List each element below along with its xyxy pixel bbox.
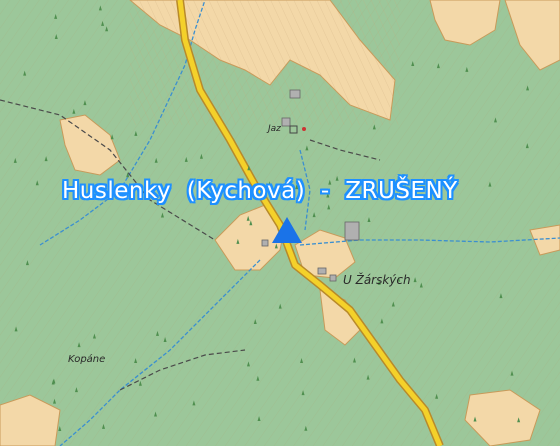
- tree-symbol: [380, 318, 384, 324]
- label-kopane: Kopáne: [68, 353, 105, 365]
- tree-symbol: [257, 416, 261, 422]
- label-jaz: Jaz: [266, 124, 281, 134]
- tree-symbol: [435, 393, 439, 399]
- tree-symbol: [300, 358, 304, 364]
- tree-symbol: [413, 277, 417, 283]
- tree-symbol: [274, 243, 278, 249]
- tree-symbol: [278, 303, 282, 309]
- tree-symbol: [352, 357, 356, 363]
- tree-symbol: [397, 276, 401, 282]
- tree-symbol: [411, 61, 415, 67]
- tree-symbol: [35, 180, 39, 186]
- tree-symbol: [74, 387, 78, 393]
- paths: [0, 99, 381, 391]
- tree-symbol: [163, 337, 167, 343]
- tree-symbol: [199, 153, 203, 159]
- tree-symbol: [246, 215, 250, 221]
- tree-symbol: [253, 191, 257, 197]
- tree-symbol: [525, 143, 529, 149]
- tree-symbol: [110, 134, 114, 140]
- tree-symbol: [312, 212, 316, 218]
- tree-symbol: [58, 425, 62, 431]
- tree-symbol: [304, 425, 308, 431]
- tree-symbol: [54, 34, 58, 40]
- main-road: [177, 0, 443, 446]
- tree-symbol: [160, 212, 164, 218]
- tree-symbol: [327, 204, 331, 210]
- tree-symbol: [372, 124, 376, 130]
- tree-symbol: [155, 330, 159, 336]
- tree-symbol: [72, 108, 76, 114]
- tree-symbol: [23, 70, 27, 76]
- label-u-zarskych: U Žárských: [343, 272, 411, 287]
- tree-symbol: [510, 370, 514, 376]
- tree-symbol: [75, 193, 79, 199]
- tree-symbol: [25, 260, 29, 266]
- tree-symbol: [246, 361, 250, 367]
- tree-symbol: [192, 400, 196, 406]
- buildings: [261, 89, 360, 282]
- tree-symbol: [247, 165, 251, 171]
- title-part-1: Huslenky: [62, 178, 172, 204]
- tree-symbol: [419, 282, 423, 288]
- tree-symbol: [134, 130, 138, 136]
- tree-symbol: [377, 279, 381, 285]
- tree-symbol: [14, 326, 18, 332]
- tree-symbol: [328, 179, 332, 185]
- tree-symbol: [253, 319, 257, 325]
- tree-symbol: [268, 181, 272, 187]
- chapel-icon: [289, 125, 306, 134]
- tree-symbol: [101, 20, 105, 26]
- tree-symbol: [493, 117, 497, 123]
- title-part-4: ZRUŠENÝ: [345, 178, 458, 204]
- tree-symbol: [526, 85, 530, 91]
- tree-symbol: [102, 423, 106, 429]
- tree-symbol: [54, 13, 58, 19]
- tree-symbol: [83, 100, 87, 106]
- tree-symbol: [44, 156, 48, 162]
- tree-symbol: [184, 156, 188, 162]
- tree-symbol: [326, 192, 330, 198]
- tree-symbol: [366, 374, 370, 380]
- title-part-2: (Kychová): [186, 178, 306, 204]
- tree-symbol: [335, 175, 339, 181]
- tree-symbol: [517, 417, 521, 423]
- tree-symbol: [249, 220, 253, 226]
- tree-symbol: [465, 66, 469, 72]
- tree-symbol: [295, 184, 299, 190]
- tree-symbol: [126, 172, 130, 178]
- streams: [39, 0, 560, 446]
- field-contour-hatch: [130, 0, 400, 125]
- tree-symbol: [92, 333, 96, 339]
- tree-symbol: [391, 301, 395, 307]
- tree-symbol: [436, 63, 440, 69]
- tree-symbol: [305, 145, 309, 151]
- tree-symbol: [105, 26, 109, 32]
- blue-triangle-marker-icon[interactable]: [272, 217, 302, 243]
- tree-symbol: [138, 380, 142, 386]
- station-title: Huslenky (Kychová) - ZRUŠENÝ: [62, 178, 458, 204]
- tree-symbol: [77, 342, 81, 348]
- tree-symbol: [154, 411, 158, 417]
- tree-symbol: [256, 375, 260, 381]
- tree-symbol: [134, 357, 138, 363]
- tree-symbol: [53, 398, 57, 404]
- tree-symbol: [13, 157, 17, 163]
- tree-symbol: [98, 5, 102, 11]
- tree-symbol: [236, 238, 240, 244]
- tree-symbol: [367, 217, 371, 223]
- title-part-3: -: [320, 178, 330, 204]
- tree-symbol: [154, 157, 158, 163]
- tree-symbols: [13, 5, 530, 431]
- tree-symbol: [51, 379, 55, 385]
- tree-symbol: [473, 416, 477, 422]
- tree-symbol: [488, 181, 492, 187]
- tree-symbol: [301, 390, 305, 396]
- tree-symbol: [499, 293, 503, 299]
